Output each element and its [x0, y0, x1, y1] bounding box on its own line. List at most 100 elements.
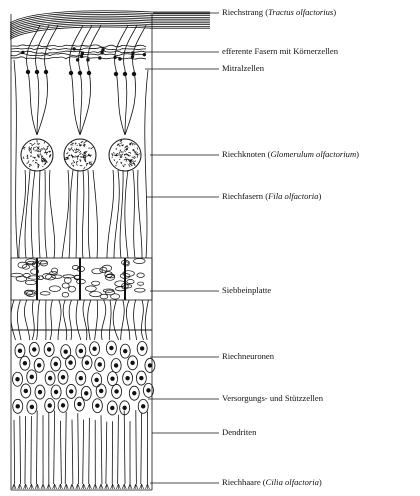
- glomerulus-tangle: [132, 150, 134, 152]
- cilia-tuft: [47, 484, 51, 489]
- cell-nucleus: [23, 361, 27, 365]
- fila-olfactoria: [14, 25, 148, 258]
- bone-pore: [100, 267, 107, 272]
- cilia-tuft: [58, 484, 62, 489]
- axon-fiber: [95, 300, 98, 340]
- glomerulus-tangle: [35, 162, 37, 163]
- fila-fiber: [125, 170, 128, 258]
- glomerulus-tangle: [121, 151, 124, 152]
- cell-nucleus: [61, 404, 65, 408]
- fila-fiber: [114, 170, 119, 258]
- glomerulus-tangle: [125, 157, 126, 158]
- fila-fiber: [107, 170, 114, 258]
- glomerulus-tangle: [135, 154, 138, 155]
- cell-nucleus: [16, 377, 20, 381]
- cell-nucleus: [93, 347, 97, 351]
- granule-cell: [22, 51, 25, 54]
- axon-fiber: [88, 300, 91, 340]
- fila-fiber: [76, 170, 78, 258]
- granule-cell: [99, 57, 102, 60]
- granule-cell: [101, 51, 104, 54]
- axon-fiber: [32, 300, 34, 340]
- cell-nucleus: [110, 346, 114, 350]
- axon-fiber: [50, 300, 52, 340]
- axon-fiber: [113, 300, 119, 340]
- axon-fiber: [141, 300, 143, 340]
- dendrite-line: [36, 411, 37, 484]
- granule-cell: [73, 48, 76, 51]
- cell-nucleus: [123, 349, 127, 353]
- glomerulus-tangle: [117, 162, 118, 164]
- fila-fiber: [82, 170, 84, 258]
- label-siebbeinplatte: Siebbeinplatte: [222, 285, 271, 296]
- glomerulus-tangle: [113, 152, 114, 153]
- glomerulus-tangle: [72, 142, 74, 143]
- glomerulus-tangle: [84, 141, 87, 143]
- bone-pore: [135, 288, 146, 292]
- glomerulus-tangle: [125, 164, 126, 165]
- bone-pore: [52, 268, 58, 273]
- axon-fiber: [126, 300, 129, 340]
- label-riechknoten: Riechknoten (Glomerulum olfactorium): [222, 149, 359, 160]
- glomerulus-tangle: [42, 166, 43, 167]
- glomerulus-tangle: [29, 146, 31, 148]
- bone-pore: [49, 286, 60, 292]
- glomerulus-tangle: [24, 147, 26, 149]
- cell-nucleus: [132, 391, 136, 395]
- dendrite-line: [25, 416, 26, 484]
- mitral-cell-body: [87, 71, 91, 75]
- cell-nucleus: [24, 389, 28, 393]
- fila-fiber: [31, 170, 35, 258]
- mitral-cell-body: [26, 70, 30, 74]
- glomerulus-tangle: [76, 152, 78, 153]
- glomerulus-tangle: [38, 150, 40, 152]
- glomerulus-tangle: [41, 149, 43, 150]
- glomerulus-tangle: [79, 151, 80, 153]
- glomerulus-tangle: [88, 148, 90, 149]
- glomerulus-tangle: [70, 147, 72, 149]
- granule-cell: [102, 49, 105, 52]
- cilia-tuft: [134, 484, 138, 489]
- fila-fiber: [93, 170, 98, 258]
- cilia-tuft: [93, 484, 97, 489]
- axon-fiber: [109, 300, 111, 340]
- glomerulus-tangle: [71, 163, 73, 165]
- mitral-cell-body: [78, 71, 82, 75]
- glomerulus-tangle: [128, 152, 130, 154]
- axon-fiber: [11, 300, 16, 340]
- leader-lines: [145, 13, 219, 483]
- cell-nucleus: [16, 405, 20, 409]
- glomerulus-tangle: [32, 143, 35, 145]
- tractus-fibers: [10, 11, 210, 39]
- cell-nucleus: [147, 389, 151, 393]
- cell-nucleus: [111, 377, 115, 381]
- bone-pore: [91, 281, 99, 285]
- cell-nucleus: [54, 390, 58, 394]
- bone-pore: [40, 292, 50, 295]
- glomerulus-tangle: [90, 163, 92, 165]
- bone-pore: [11, 273, 23, 277]
- glomerulus-tangle: [78, 155, 79, 156]
- cell-nucleus: [148, 364, 152, 368]
- cilia-tuft: [64, 484, 68, 489]
- dendrite-line: [65, 412, 66, 484]
- glomerulus-tangle: [119, 155, 120, 156]
- glomerulus-tangle: [112, 157, 113, 158]
- cilia-tuft: [145, 484, 149, 489]
- cilia-tuft: [87, 484, 91, 489]
- cell-nucleus: [32, 348, 36, 352]
- glomerulus-tangle: [134, 150, 135, 152]
- bone-pore: [52, 275, 62, 278]
- cell-nucleus: [79, 376, 83, 380]
- cilia-tuft: [70, 484, 74, 489]
- glomerulus-tangle: [68, 155, 69, 157]
- bone-pore: [127, 280, 134, 284]
- glomerulus-tangle: [33, 147, 34, 149]
- glomerulus-tangle: [35, 151, 37, 152]
- glomerulus-tangle: [136, 151, 138, 153]
- diagram-artwork: [10, 11, 210, 490]
- cribriform-plate: [11, 258, 152, 300]
- label-riechhaare: Riechhaare (Cilia olfactoria): [222, 477, 322, 488]
- cilia-tuft: [116, 484, 120, 489]
- glomerulus-tangle: [81, 142, 83, 143]
